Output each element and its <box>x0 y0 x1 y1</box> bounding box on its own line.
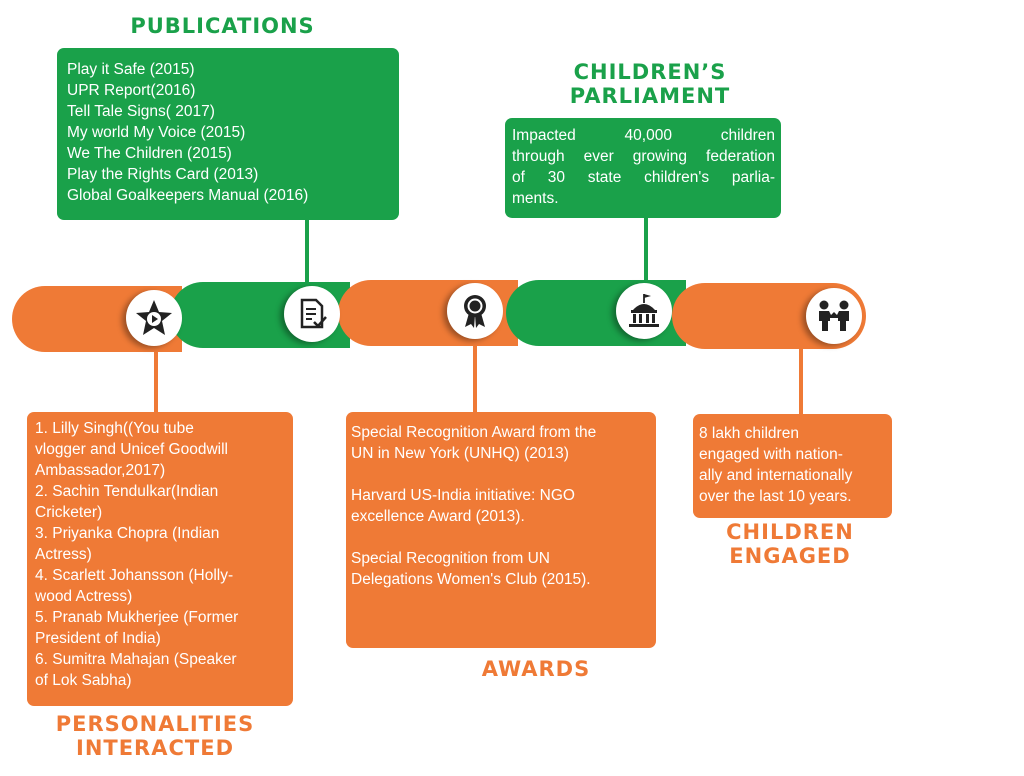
children-engaged-title-line1: CHILDREN <box>726 520 854 544</box>
childrens-parliament-title: CHILDREN’S PARLIAMENT <box>540 60 760 108</box>
parliament-building-icon <box>616 283 672 339</box>
publication-item: Play the Rights Card (2013) <box>67 166 259 183</box>
publications-connector <box>305 218 309 286</box>
personality-line: 2. Sachin Tendulkar(Indian <box>35 483 219 500</box>
personality-line: of Lok Sabha) <box>35 672 132 689</box>
star-play-icon <box>126 290 182 346</box>
personality-line: 3. Priyanka Chopra (Indian <box>35 525 220 542</box>
award-line: Special Recognition Award from the <box>351 424 597 441</box>
award-line: Special Recognition from UN <box>351 550 551 567</box>
publication-item: Play it Safe (2015) <box>67 61 195 78</box>
personalities-title: PERSONALITIES INTERACTED <box>30 712 280 760</box>
engaged-line: engaged with nation- <box>699 446 843 463</box>
award-line: Delegations Women's Club (2015). <box>351 571 591 588</box>
parliament-text-line: Impacted 40,000 children <box>512 127 775 144</box>
personality-line: 5. Pranab Mukherjee (Former <box>35 609 239 626</box>
personality-line: President of India) <box>35 630 161 647</box>
publication-item: UPR Report(2016) <box>67 82 196 99</box>
childrens-parliament-title-line1: CHILDREN’S <box>573 60 727 84</box>
awards-title: AWARDS <box>481 657 591 681</box>
personality-line: 4. Scarlett Johansson (Holly- <box>35 567 234 584</box>
engaged-line: over the last 10 years. <box>699 488 852 505</box>
personality-line: wood Actress) <box>35 588 133 605</box>
parliament-text-line: through ever growing federation <box>512 148 775 165</box>
personalities-title-line1: PERSONALITIES <box>55 712 255 736</box>
children-engaged-title: CHILDREN ENGAGED <box>700 520 880 568</box>
award-line: UN in New York (UNHQ) (2013) <box>351 445 569 462</box>
personalities-connector <box>154 340 158 414</box>
award-ribbon-icon <box>447 283 503 339</box>
childrens-parliament-title-line2: PARLIAMENT <box>569 84 731 108</box>
personality-line: Actress) <box>35 546 92 563</box>
childrens-parliament-box: Impacted 40,000 children through ever gr… <box>505 118 781 218</box>
personality-line: 6. Sumitra Mahajan (Speaker <box>35 651 237 668</box>
children-icon <box>806 288 862 344</box>
document-check-icon <box>284 286 340 342</box>
awards-connector <box>473 340 477 414</box>
publications-box: Play it Safe (2015) UPR Report(2016) Tel… <box>57 48 399 220</box>
engaged-line: 8 lakh children <box>699 425 799 442</box>
publication-item: Global Goalkeepers Manual (2016) <box>67 187 309 204</box>
publication-item: My world My Voice (2015) <box>67 124 246 141</box>
publication-item: Tell Tale Signs( 2017) <box>67 103 215 120</box>
publication-item: We The Children (2015) <box>67 145 232 162</box>
personality-line: 1. Lilly Singh((You tube <box>35 420 194 437</box>
personalities-title-line2: INTERACTED <box>76 736 234 760</box>
engaged-connector <box>799 340 803 416</box>
personalities-box: 1. Lilly Singh((You tube vlogger and Uni… <box>27 412 293 706</box>
children-engaged-box: 8 lakh children engaged with nation- all… <box>693 414 892 518</box>
personality-line: vlogger and Unicef Goodwill <box>35 441 228 458</box>
award-line: Harvard US-India initiative: NGO <box>351 487 575 504</box>
awards-box: Special Recognition Award from the UN in… <box>346 412 656 648</box>
engaged-line: ally and internationally <box>699 467 853 484</box>
parliament-text-line: of 30 state children's parlia- <box>512 169 775 186</box>
children-engaged-title-line2: ENGAGED <box>729 544 851 568</box>
parliament-text-line: ments. <box>512 190 559 207</box>
award-line: excellence Award (2013). <box>351 508 525 525</box>
personality-line: Ambassador,2017) <box>35 462 166 479</box>
parliament-connector <box>644 216 648 282</box>
publications-title: PUBLICATIONS <box>130 14 315 38</box>
personality-line: Cricketer) <box>35 504 103 521</box>
